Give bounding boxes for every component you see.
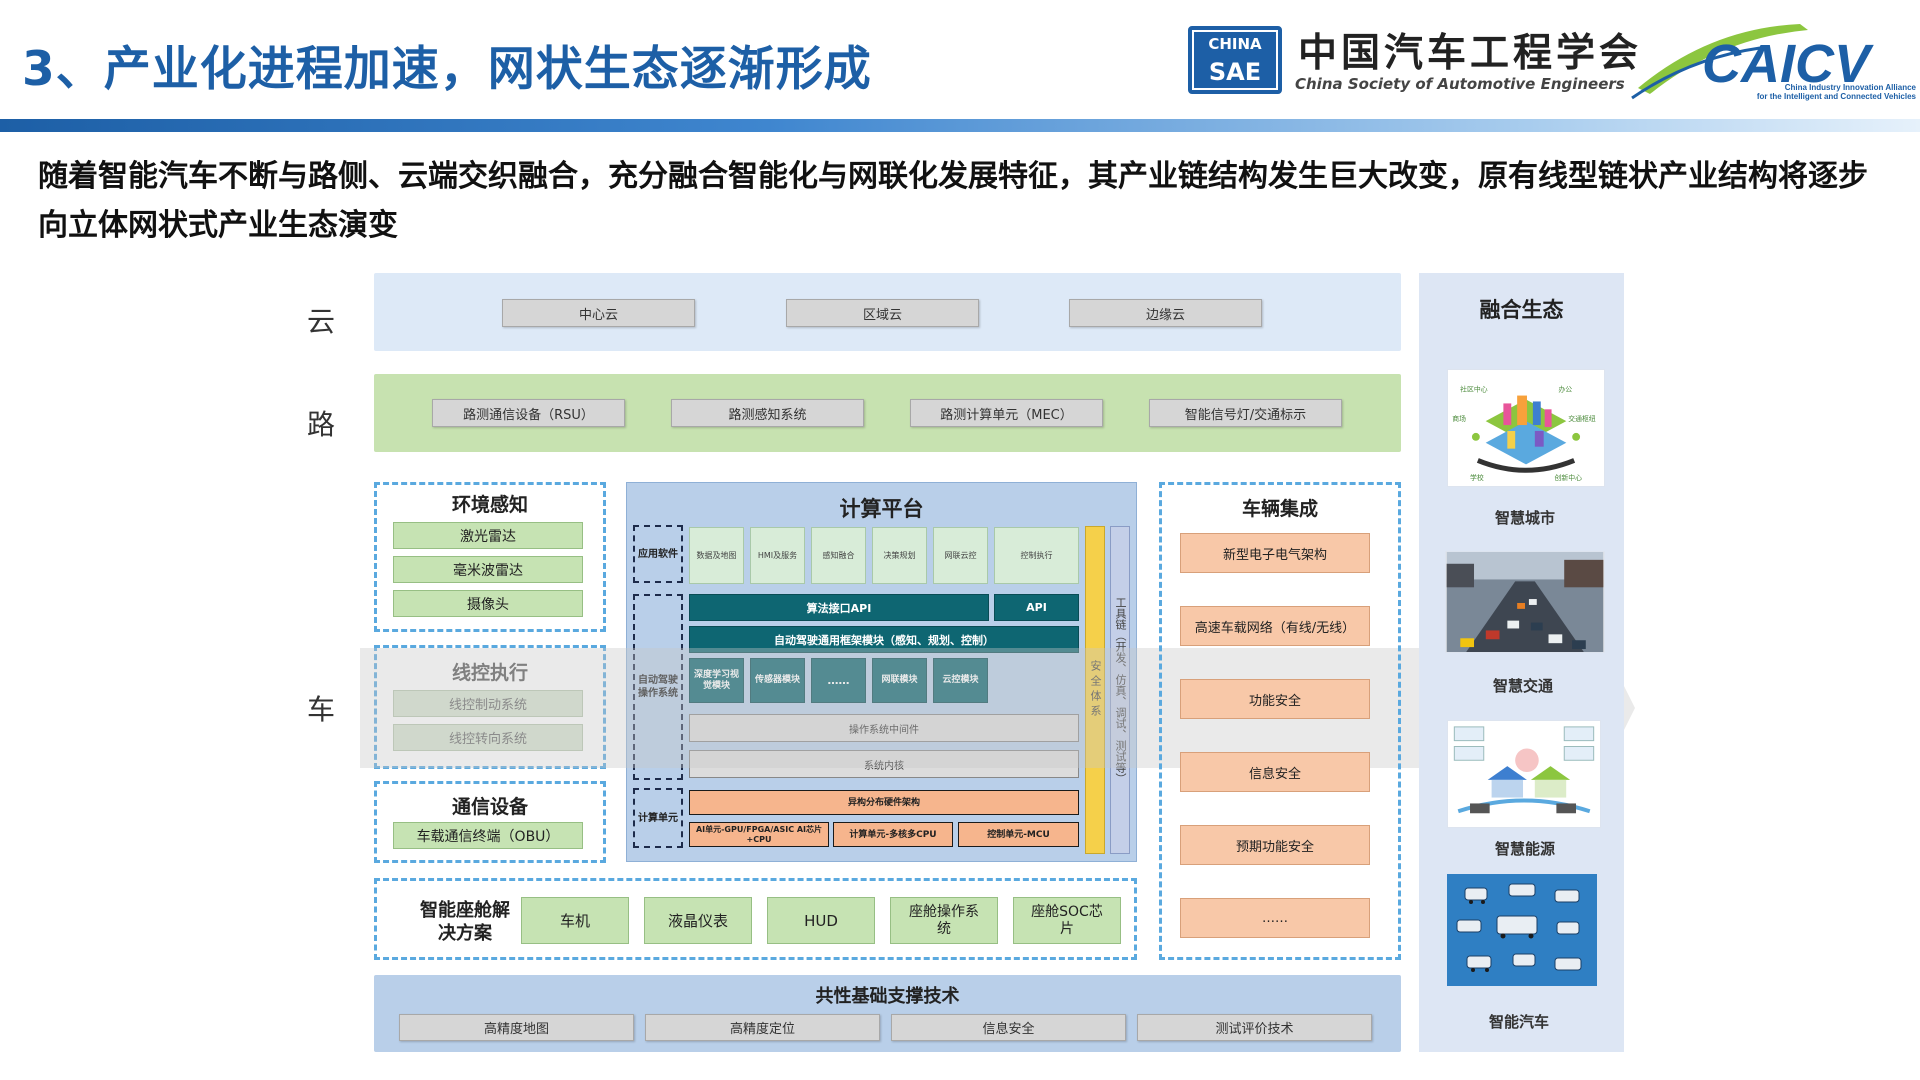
- row-label-road: 路: [307, 408, 336, 441]
- module-ellipsis: ……: [811, 658, 866, 703]
- app-fusion: 感知融合: [811, 527, 866, 584]
- ecosystem-title: 融合生态: [1479, 298, 1564, 322]
- city-tag-mall: 商场: [1452, 414, 1466, 423]
- env-sensing-title: 环境感知: [451, 494, 528, 516]
- smart-vehicle-image: [1447, 874, 1597, 986]
- smart-city-image: 社区中心 办公 商场 交通枢纽 学校 创新中心: [1447, 369, 1605, 487]
- city-tag-community: 社区中心: [1460, 385, 1488, 394]
- integration-functional-safety: 功能安全: [1180, 679, 1370, 719]
- cloud-center: 中心云: [502, 299, 695, 327]
- safety-system: 安全体系: [1085, 526, 1105, 854]
- header-divider: [0, 119, 1920, 132]
- api: API: [994, 594, 1079, 621]
- hw-label: 计算单元: [633, 788, 683, 848]
- ad-framework: 自动驾驶通用框架模块（感知、规划、控制）: [689, 626, 1079, 653]
- wire-control-group: [374, 645, 606, 769]
- cockpit-head-unit: 车机: [521, 897, 629, 944]
- road-signal: 智能信号灯/交通标示: [1149, 399, 1342, 427]
- smart-energy-image: [1447, 720, 1601, 828]
- page-title: 3、产业化进程加速，网状生态逐渐形成: [22, 42, 872, 97]
- foundation-hd-map: 高精度地图: [399, 1014, 634, 1041]
- foundation-testing: 测试评价技术: [1137, 1014, 1372, 1041]
- city-tag-innovation: 创新中心: [1555, 473, 1583, 482]
- cockpit-os: 座舱操作系统: [890, 897, 998, 944]
- org-name-cn: 中国汽车工程学会: [1298, 31, 1643, 76]
- intro-text: 随着智能汽车不断与路侧、云端交织融合，充分融合智能化与网联化发展特征，其产业链结…: [38, 159, 1868, 243]
- eco-smart-vehicle-label: 智能汽车: [1488, 1013, 1549, 1031]
- eco-smart-energy-label: 智慧能源: [1494, 840, 1555, 858]
- city-tag-hub: 交通枢纽: [1568, 414, 1596, 423]
- sae-logo: CHINA SAE: [1188, 26, 1282, 94]
- integration-ee-arch: 新型电子电气架构: [1180, 533, 1370, 573]
- comm-title: 通信设备: [451, 796, 528, 818]
- app-software-label: 应用软件: [633, 525, 683, 583]
- org-name-en: China Society of Automotive Engineers: [1295, 75, 1625, 93]
- foundation-title: 共性基础支撑技术: [815, 986, 960, 1007]
- cockpit-soc: 座舱SOC芯片: [1013, 897, 1121, 944]
- road-rsu: 路测通信设备（RSU）: [432, 399, 625, 427]
- app-cloud-control: 网联云控: [933, 527, 988, 584]
- module-vision: 深度学习视觉模块: [689, 658, 744, 703]
- env-sensing-group: [374, 482, 606, 632]
- algo-api: 算法接口API: [689, 594, 989, 621]
- wire-control-title: 线控执行: [451, 662, 528, 684]
- env-lidar: 激光雷达: [393, 522, 583, 549]
- module-cloud: 云控模块: [933, 658, 988, 703]
- caicv-en-line2: for the Intelligent and Connected Vehicl…: [1757, 92, 1917, 101]
- city-tag-school: 学校: [1470, 473, 1484, 482]
- foundation-hd-positioning: 高精度定位: [645, 1014, 880, 1041]
- caicv-en-line1: China Industry Innovation Alliance: [1785, 83, 1917, 92]
- smart-traffic-image: [1445, 551, 1605, 653]
- cockpit-lcd-cluster: 液晶仪表: [644, 897, 752, 944]
- row-label-cloud: 云: [307, 305, 336, 338]
- eco-smart-city-label: 智慧城市: [1494, 509, 1555, 527]
- integration-info-security: 信息安全: [1180, 752, 1370, 792]
- flow-arrow: [360, 648, 1635, 768]
- os-label: 自动驾驶操作系统: [633, 594, 683, 780]
- cloud-edge: 边缘云: [1069, 299, 1262, 327]
- module-network: 网联模块: [872, 658, 927, 703]
- cockpit-title: 智能座舱解决方案: [420, 900, 510, 944]
- caicv-logo: CAICV China Industry Innovation Alliance…: [1631, 24, 1917, 101]
- cockpit-group: [374, 878, 1137, 960]
- hw-control-unit: 控制单元-MCU: [958, 822, 1079, 847]
- integration-sotif: 预期功能安全: [1180, 825, 1370, 865]
- env-mmwave: 毫米波雷达: [393, 556, 583, 583]
- wire-brake: 线控制动系统: [393, 690, 583, 717]
- foundation-info-security: 信息安全: [891, 1014, 1126, 1041]
- module-sensor: 传感器模块: [750, 658, 805, 703]
- cockpit-hud: HUD: [767, 897, 875, 944]
- app-planning: 决策规划: [872, 527, 927, 584]
- toolchain: 工具链（开发、仿真、调试、测试等）: [1110, 526, 1130, 854]
- comm-group: [374, 781, 606, 863]
- road-sensing: 路测感知系统: [671, 399, 864, 427]
- hw-compute-unit: 计算单元-多核多CPU: [833, 822, 953, 847]
- hw-arch: 异构分布硬件架构: [689, 790, 1079, 815]
- sae-logo-bottom: SAE: [1194, 56, 1276, 88]
- road-mec: 路测计算单元（MEC）: [910, 399, 1103, 427]
- os-kernel: 系统内核: [689, 750, 1079, 778]
- eco-smart-traffic-label: 智慧交通: [1492, 677, 1553, 695]
- os-middleware: 操作系统中间件: [689, 714, 1079, 742]
- app-data-map: 数据及地图: [689, 527, 744, 584]
- cloud-region: 区域云: [786, 299, 979, 327]
- integration-network: 高速车载网络（有线/无线）: [1180, 606, 1370, 646]
- sae-logo-top: CHINA: [1194, 32, 1276, 56]
- comm-obu: 车载通信终端（OBU）: [393, 822, 583, 849]
- integration-title: 车辆集成: [1241, 498, 1318, 520]
- integration-group: [1159, 482, 1401, 960]
- city-tag-office: 办公: [1558, 385, 1572, 394]
- wire-steer: 线控转向系统: [393, 724, 583, 751]
- integration-ellipsis: ……: [1180, 898, 1370, 938]
- env-camera: 摄像头: [393, 590, 583, 617]
- hw-ai-unit: AI单元-GPU/FPGA/ASIC AI芯片+CPU: [689, 822, 829, 847]
- caicv-logo-text: CAICV: [1702, 34, 1874, 94]
- app-control-exec: 控制执行: [994, 527, 1079, 584]
- app-hmi: HMI及服务: [750, 527, 805, 584]
- compute-title: 计算平台: [839, 497, 924, 521]
- row-label-vehicle: 车: [307, 693, 336, 726]
